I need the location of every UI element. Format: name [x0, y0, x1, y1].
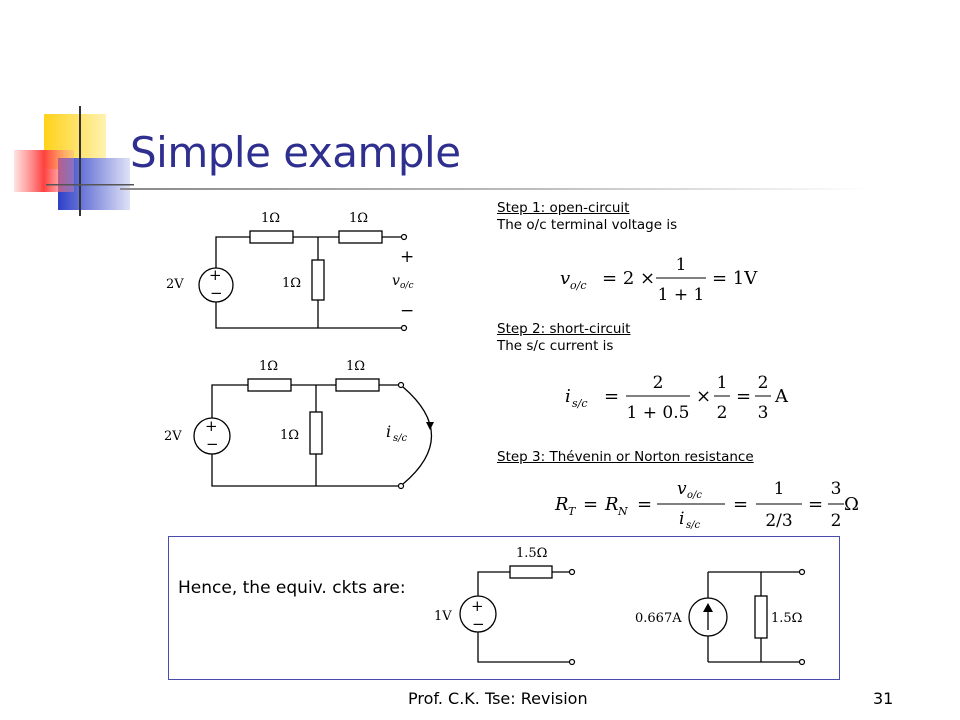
equation-rt: R T = R N = v o/c i s/c = 1 2/3 = 3 2 Ω: [554, 479, 858, 531]
slide-decoration: [14, 106, 134, 216]
rt-lhs-sub: T: [568, 505, 577, 518]
thevenin-resistor-label: 1.5Ω: [516, 546, 547, 561]
voc-lhs-sub: o/c: [570, 279, 587, 292]
c2-source-label: 2V: [164, 429, 182, 444]
isc-den1: 1 + 0.5: [627, 403, 690, 423]
c2-r-right-label: 1Ω: [346, 359, 365, 374]
rt-equals2: =: [637, 494, 652, 515]
rt-den1-sub: s/c: [686, 520, 701, 531]
c1-term-plus: +: [400, 247, 414, 267]
c1-r-shunt-label: 1Ω: [282, 276, 301, 291]
thevenin-minus: −: [472, 615, 485, 633]
step3-block: Step 3: Thévenin or Norton resistance: [497, 449, 754, 466]
step2-text: The s/c current is: [497, 338, 614, 354]
c2-r-shunt-label: 1Ω: [280, 428, 299, 443]
rt-equals1: =: [583, 494, 598, 515]
step1-text: The o/c terminal voltage is: [497, 217, 678, 233]
rt-den1: i: [679, 509, 684, 529]
c1-source-plus: +: [209, 266, 222, 284]
rt-num1: v: [677, 479, 687, 499]
rt-num2: 1: [774, 479, 785, 499]
norton-source-label: 0.667A: [635, 611, 682, 626]
norton-equivalent: 0.667A 1.5Ω: [635, 568, 806, 666]
rt-equals4: =: [808, 494, 823, 515]
norton-arrow-icon: [703, 603, 713, 612]
isc-lhs-sub: s/c: [572, 397, 588, 410]
c2-isc-sub: s/c: [393, 433, 408, 444]
isc-num2: 1: [717, 373, 728, 393]
isc-times: ×: [696, 386, 711, 407]
rt-mid: R: [604, 494, 619, 515]
isc-den2: 2: [717, 403, 728, 423]
rt-den2: 2/3: [765, 511, 792, 531]
c2-r-left-label: 1Ω: [259, 359, 278, 374]
circuit-short: 1Ω 1Ω 1Ω 2V + − i s/c: [164, 359, 434, 490]
c2-source-minus: −: [206, 435, 219, 453]
rt-mid-sub: N: [617, 505, 628, 518]
isc-den3: 3: [758, 403, 769, 423]
rt-num1-sub: o/c: [687, 490, 702, 501]
c1-voc-sub: o/c: [400, 281, 414, 291]
voc-num: 1: [676, 255, 687, 275]
c1-r-left-label: 1Ω: [261, 211, 280, 226]
circuit-open: 1Ω 1Ω 1Ω 2V + − + v o/c −: [166, 211, 414, 332]
conclusion-text: Hence, the equiv. ckts are:: [178, 578, 406, 598]
equivalent-circuits-box: [168, 536, 840, 680]
c2-isc-label: i: [386, 422, 391, 441]
rt-lhs: R: [554, 494, 569, 515]
thevenin-source-label: 1V: [434, 609, 452, 624]
thevenin-plus: +: [471, 597, 484, 615]
title-underline: [120, 188, 870, 190]
footer-author: Prof. C.K. Tse: Revision: [408, 689, 588, 708]
equation-isc: i s/c = 2 1 + 0.5 × 1 2 = 2 3 A: [565, 373, 789, 423]
equation-voc: v o/c = 2 × 1 1 + 1 = 1V: [560, 255, 758, 305]
slide-title: Simple example: [130, 128, 461, 177]
step3-heading: Step 3: Thévenin or Norton resistance: [497, 449, 754, 465]
isc-equals2: =: [736, 386, 751, 407]
rt-equals3: =: [733, 494, 748, 515]
c1-voc-label: v: [392, 273, 400, 289]
voc-eq-factor: = 2 ×: [602, 268, 655, 289]
voc-result: = 1V: [712, 268, 758, 289]
rt-num3: 3: [831, 479, 842, 499]
page-number: 31: [873, 689, 894, 708]
voc-lhs: v: [560, 268, 570, 289]
step1-heading: Step 1: open-circuit: [497, 200, 630, 216]
step1-block: Step 1: open-circuit The o/c terminal vo…: [497, 200, 677, 234]
isc-unit: A: [774, 386, 789, 407]
isc-lhs: i: [565, 386, 571, 407]
voc-den: 1 + 1: [658, 285, 705, 305]
rt-den3: 2: [831, 511, 842, 531]
thevenin-equivalent: 1.5Ω 1V + −: [434, 546, 576, 666]
step2-block: Step 2: short-circuit The s/c current is: [497, 321, 630, 355]
norton-resistor-label: 1.5Ω: [771, 611, 802, 626]
isc-num3: 2: [758, 373, 769, 393]
c2-current-arrow: [426, 422, 434, 430]
c2-source-plus: +: [205, 417, 218, 435]
c1-r-right-label: 1Ω: [349, 211, 368, 226]
step2-heading: Step 2: short-circuit: [497, 321, 631, 337]
c1-term-minus: −: [400, 301, 414, 321]
c1-source-minus: −: [210, 284, 223, 302]
rt-unit: Ω: [844, 494, 858, 515]
isc-num1: 2: [653, 373, 664, 393]
isc-equals: =: [604, 386, 619, 407]
c1-source-label: 2V: [166, 277, 184, 292]
